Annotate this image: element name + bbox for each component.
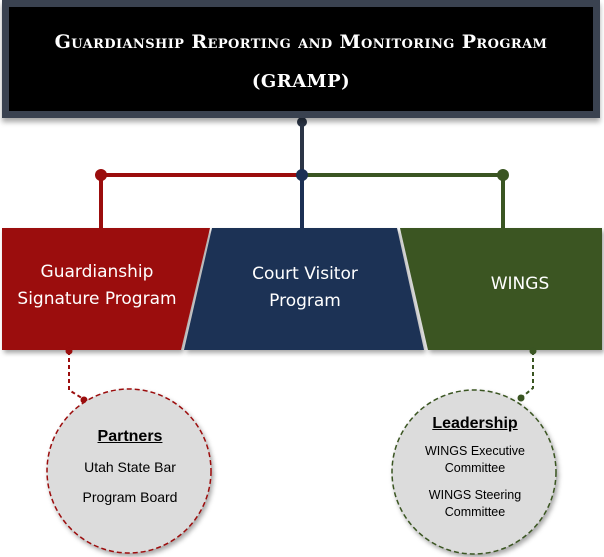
dashed-connector-leadership <box>520 351 534 399</box>
partners-heading: Partners <box>97 428 163 445</box>
leadership-item: WINGS Executive Committee <box>424 444 526 475</box>
leadership-circle <box>391 389 557 555</box>
dashed-connector-partners <box>68 351 86 401</box>
branch-dot-gsp <box>95 169 107 181</box>
title-main: Guardianship Reporting and Monitoring Pr… <box>54 31 548 53</box>
title-banner: Guardianship Reporting and Monitoring Pr… <box>2 0 600 118</box>
connector-dot-gsp <box>65 347 73 355</box>
partners-item: Utah State Bar <box>84 459 176 475</box>
title-acronym: (GRAMP) <box>251 71 351 92</box>
partners-circle <box>46 388 212 554</box>
leadership-content: Leadership WINGS Executive Committee WIN… <box>400 415 550 531</box>
program-shape-wings <box>400 228 602 350</box>
branch-dot-cvp <box>296 169 308 181</box>
leadership-item: WINGS Steering Committee <box>428 488 522 519</box>
leadership-heading: Leadership <box>432 415 518 432</box>
connector-dot-wings <box>529 347 537 355</box>
branch-dot-wings <box>497 169 509 181</box>
program-label-gsp: Guardianship Signature Program <box>17 262 177 309</box>
title-stem-dot <box>297 117 307 127</box>
partners-item: Program Board <box>82 489 178 505</box>
program-shape-gsp <box>2 228 210 350</box>
program-shape-cvp <box>184 228 424 350</box>
connector-dot-leadership <box>517 394 525 402</box>
program-label-cvp: Court Visitor Program <box>252 264 358 311</box>
partners-content: Partners Utah State Bar Program Board <box>50 428 210 517</box>
program-label-wings: WINGS <box>490 274 550 294</box>
